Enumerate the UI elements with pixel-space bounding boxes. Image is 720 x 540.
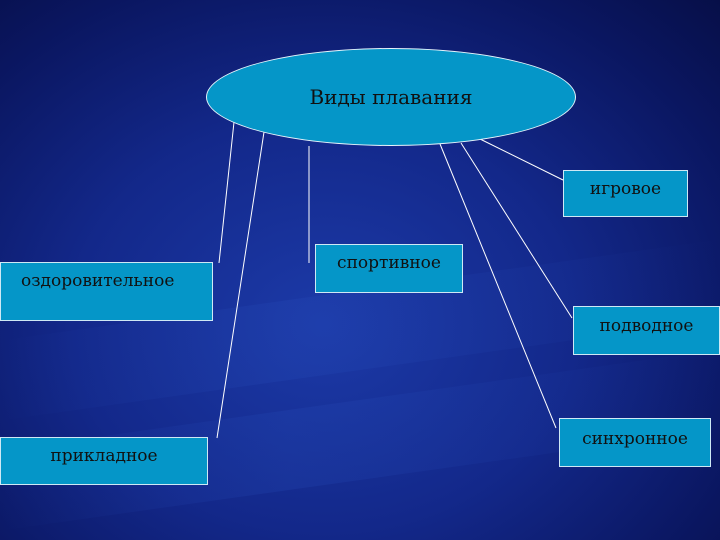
node-ozdorovitelnoe: оздоровительное	[0, 262, 213, 321]
node-podvodnoe: подводное	[573, 306, 720, 355]
connector-line-sinkhronnoe	[439, 143, 557, 429]
node-sinkhronnoe-label: синхронное	[582, 429, 688, 449]
connector-line-podvodnoe	[460, 142, 573, 319]
node-sportivnoe-label: спортивное	[337, 253, 441, 273]
node-igrovoe: игровое	[563, 170, 688, 217]
node-sinkhronnoe: синхронное	[559, 418, 711, 467]
connector-line-prikladnoe	[216, 131, 265, 439]
connector-line-igrovoe	[477, 137, 564, 181]
node-igrovoe-label: игровое	[589, 179, 662, 199]
node-prikladnoe: прикладное	[0, 437, 208, 485]
node-podvodnoe-label: подводное	[599, 316, 694, 336]
node-ozdorovitelnoe-label: оздоровительное	[21, 271, 175, 291]
root-node-label: Виды плавания	[309, 85, 473, 109]
node-prikladnoe-label: прикладное	[50, 446, 158, 466]
root-node: Виды плавания	[206, 48, 576, 146]
node-sportivnoe: спортивное	[315, 244, 463, 293]
connector-line-ozdorovitelnoe	[218, 121, 235, 264]
